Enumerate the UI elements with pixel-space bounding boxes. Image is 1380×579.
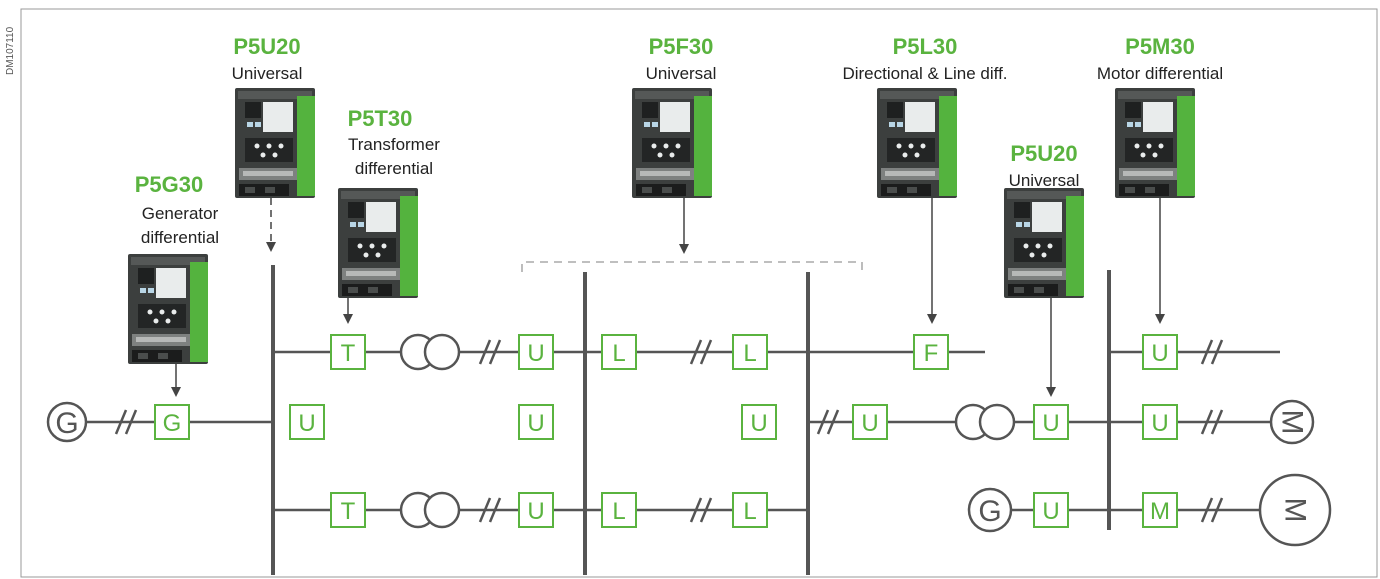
relay-t-top: T: [331, 335, 365, 369]
relay-l-top-1: L: [602, 335, 636, 369]
p5t30-subtitle-line-2: differential: [355, 159, 433, 178]
p5t30-device-image: [338, 188, 418, 298]
svg-text:U: U: [1042, 410, 1059, 437]
relay-t-bottom: T: [331, 493, 365, 527]
svg-text:U: U: [861, 410, 878, 437]
p5g30-subtitle-line-2: differential: [141, 228, 219, 247]
svg-text:U: U: [1042, 498, 1059, 525]
p5u20-left-title: P5U20: [233, 34, 300, 59]
p5l30-device-image: [877, 88, 957, 198]
p5t30-title: P5T30: [348, 106, 413, 131]
p5u20-right-subtitle: Universal: [1009, 171, 1080, 190]
p5l30-title: P5L30: [893, 34, 958, 59]
transformer-right: [956, 405, 1014, 439]
p5g30-subtitle-line-1: Generator: [142, 204, 219, 223]
relay-u-generator-bottom: U: [1034, 493, 1068, 527]
svg-text:U: U: [1151, 410, 1168, 437]
p5m30-subtitle: Motor differential: [1097, 64, 1223, 83]
relay-u-top: U: [519, 335, 553, 369]
motor-bottom-label: M: [1279, 498, 1312, 523]
svg-text:L: L: [612, 498, 625, 525]
relay-u-motor: U: [1143, 405, 1177, 439]
document-code: DM107110: [5, 26, 16, 75]
svg-text:U: U: [1151, 340, 1168, 367]
svg-text:T: T: [341, 498, 356, 525]
relay-u-bus1: U: [290, 405, 324, 439]
p5f30-title: P5F30: [649, 34, 714, 59]
generator-bottom-label: G: [978, 495, 1001, 528]
p5u20-left-device-image: [235, 88, 315, 198]
relay-f: F: [914, 335, 948, 369]
p5g30-device-image: [128, 254, 208, 364]
relay-u-feeder: U: [853, 405, 887, 439]
relay-m: M: [1143, 493, 1177, 527]
p5f30-subtitle: Universal: [646, 64, 717, 83]
svg-text:U: U: [750, 410, 767, 437]
relay-l-top-2: L: [733, 335, 767, 369]
p5u20-right-title: P5U20: [1010, 141, 1077, 166]
p5u20-right-device-image: [1004, 188, 1084, 298]
relay-l-bottom-1: L: [602, 493, 636, 527]
transformer-bottom: [401, 493, 459, 527]
svg-text:U: U: [527, 410, 544, 437]
relay-u-bus2: U: [519, 405, 553, 439]
svg-text:L: L: [612, 340, 625, 367]
relay-u-top-right: U: [1143, 335, 1177, 369]
relay-u-bus3: U: [742, 405, 776, 439]
relay-u-transformer-secondary: U: [1034, 405, 1068, 439]
svg-text:L: L: [743, 340, 756, 367]
p5u20-left-subtitle: Universal: [232, 64, 303, 83]
svg-text:U: U: [298, 410, 315, 437]
relay-u-bottom: U: [519, 493, 553, 527]
svg-text:G: G: [163, 410, 182, 437]
p5f30-device-image: [632, 88, 712, 198]
svg-text:L: L: [743, 498, 756, 525]
svg-text:M: M: [1150, 498, 1170, 525]
p5f30-dashed-bracket: [522, 262, 862, 272]
generator-left-label: G: [55, 407, 78, 440]
transformer-top: [401, 335, 459, 369]
svg-text:U: U: [527, 498, 544, 525]
svg-text:T: T: [341, 340, 356, 367]
p5m30-device-image: [1115, 88, 1195, 198]
svg-text:F: F: [924, 340, 939, 367]
relay-g-generator: G: [155, 405, 189, 439]
p5l30-subtitle: Directional & Line diff.: [842, 64, 1007, 83]
motor-middle-label: M: [1276, 410, 1309, 435]
p5t30-subtitle-line-1: Transformer: [348, 135, 440, 154]
p5g30-title: P5G30: [135, 172, 204, 197]
svg-text:U: U: [527, 340, 544, 367]
relay-l-bottom-2: L: [733, 493, 767, 527]
p5m30-title: P5M30: [1125, 34, 1195, 59]
